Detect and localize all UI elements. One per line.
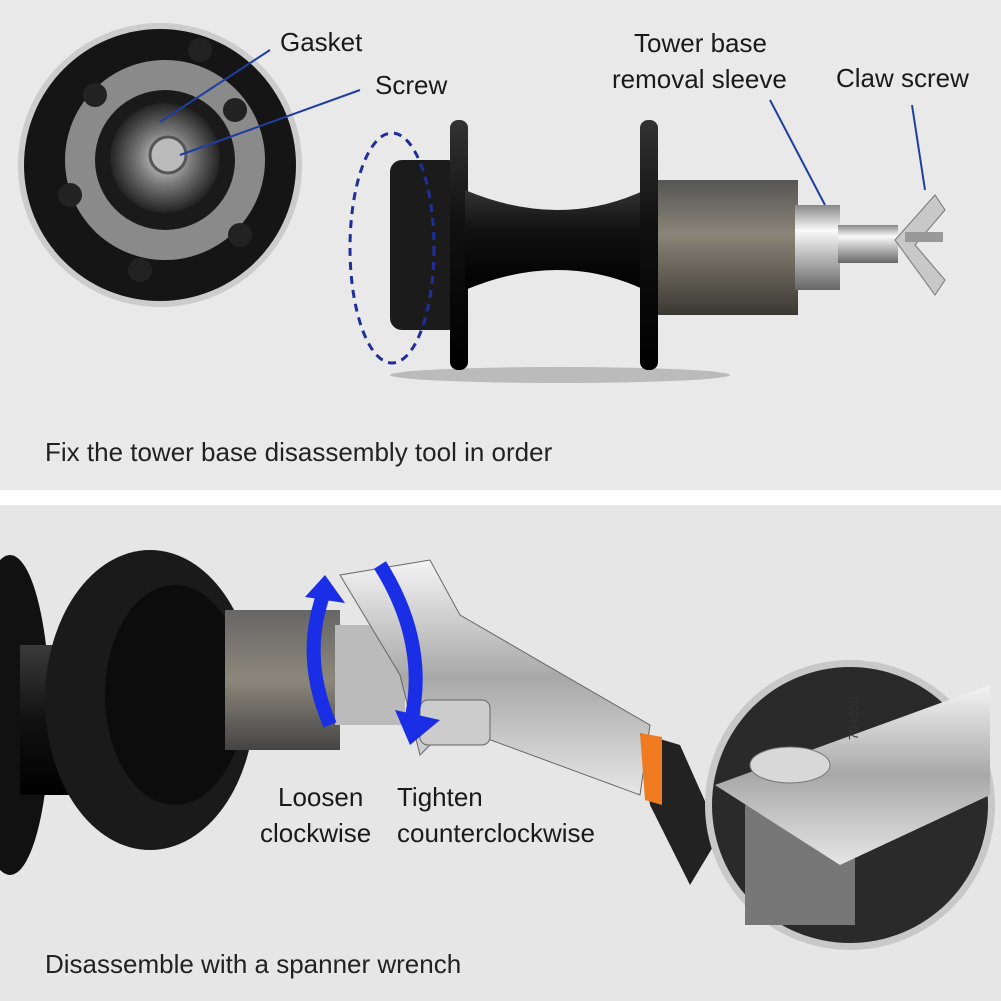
top-panel: Gasket Screw Tower base removal sleeve C… [0,0,1001,490]
tower-base-label-line2: removal sleeve [612,64,787,94]
loosen-label-line2: clockwise [260,818,372,848]
tighten-arrowhead [395,710,440,745]
loosen-arrowhead [305,575,345,603]
tighten-arrow [374,561,423,727]
rear-hub [390,120,946,383]
tighten-label-line1: Tighten [397,782,483,812]
dashed-highlight-ellipse [348,131,436,365]
claw-screw-label: Claw screw [836,63,969,93]
top-caption: Fix the tower base disassembly tool in o… [45,437,553,467]
sleeve-pointer [769,99,826,206]
wrench-closeup-inset [705,660,995,950]
hub-tool-illustration [18,23,946,383]
bottom-caption: Disassemble with a spanner wrench [45,949,462,979]
wrench-illustration: 704608 [0,550,995,950]
gasket-closeup-inset [18,23,302,307]
bottom-panel: 704608 Loosen clockwise Tighten counterc… [0,505,1001,1001]
loosen-label-line1: Loosen [278,782,364,812]
claw-pointer [911,104,926,191]
loosen-arrow [306,587,337,728]
screw-label: Screw [375,70,448,100]
tower-base-label-line1: Tower base [634,28,767,58]
gasket-pointer [159,49,271,123]
screw-pointer [179,89,361,156]
tighten-label-line2: counterclockwise [397,818,595,848]
gasket-label: Gasket [280,27,363,57]
wrench-marking: 704608 [846,697,861,740]
